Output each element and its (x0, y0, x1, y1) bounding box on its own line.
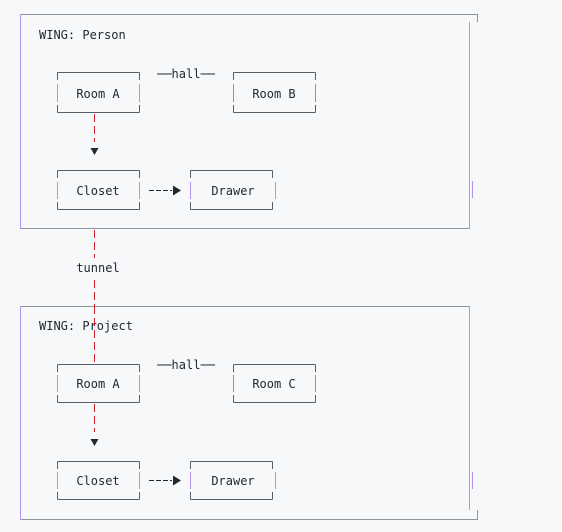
wing-project-label: WING: Project (39, 319, 133, 333)
tunnel: tunnel (76, 230, 120, 306)
closet-person-label: Closet (76, 184, 119, 198)
wing-person: WING: Person Room A ──hall── Room B Clos… (20, 14, 478, 229)
room-c-project-label: Room C (252, 377, 295, 391)
right-arrow-icon (173, 185, 181, 196)
room-c-project: Room C (233, 364, 316, 403)
hall-project-label: ──hall── (156, 358, 216, 372)
down-arrow-icon (90, 439, 99, 446)
tunnel-label: tunnel (76, 261, 119, 275)
room-b-person-label: Room B (252, 87, 295, 101)
drawer-person-label: Drawer (211, 184, 254, 198)
closet-project-label: Closet (76, 474, 119, 488)
closet-project: Closet (57, 461, 140, 500)
room-a-person-label: Room A (76, 87, 120, 101)
room-a-project: Room A (57, 364, 140, 403)
room-b-person: Room B (233, 72, 316, 113)
wing-project: WING: Project Room A ──hall── Room C Clo… (20, 306, 478, 520)
drawer-project: Drawer (190, 461, 276, 500)
hall-person-label: ──hall── (156, 67, 216, 81)
wing-person-label: WING: Person (39, 28, 126, 42)
right-arrow-icon (173, 475, 181, 486)
room-a-person: Room A (57, 72, 140, 113)
wing-person-frame (20, 14, 478, 229)
drawer-project-label: Drawer (211, 474, 254, 488)
down-arrow-icon (90, 148, 99, 155)
room-a-project-label: Room A (76, 377, 120, 391)
drawer-person: Drawer (190, 170, 276, 210)
closet-person: Closet (57, 170, 140, 210)
